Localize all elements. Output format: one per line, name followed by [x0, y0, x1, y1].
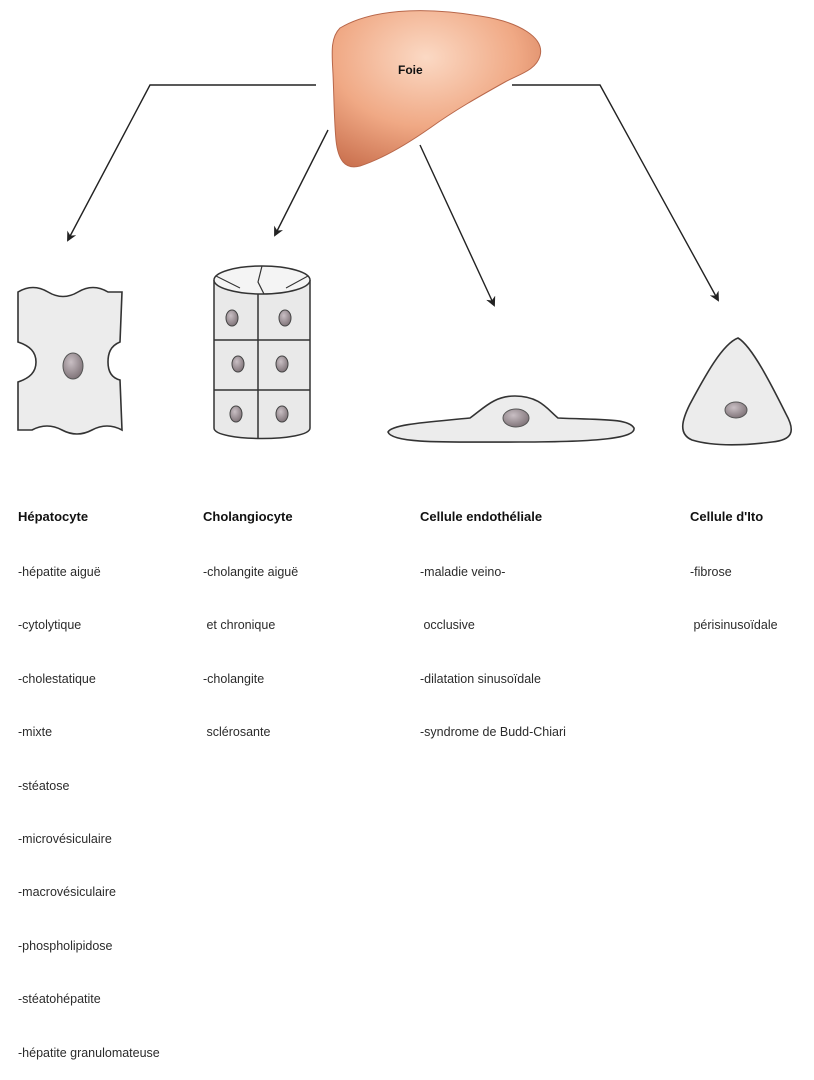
endothelial-item: -syndrome de Budd-Chiari: [420, 724, 566, 742]
endothelial-nucleus: [503, 409, 529, 427]
hepatocyte-item: -stéatose: [18, 778, 160, 796]
cholangiocyte-cell: [214, 266, 310, 439]
hepatocyte-title: Hépatocyte: [18, 508, 160, 526]
hepatocyte-item: -stéatohépatite: [18, 991, 160, 1009]
endothelial-item: -maladie veino-: [420, 564, 566, 582]
ito-column: Cellule d'Ito -fibrose périsinusoïdale: [690, 472, 778, 653]
arrow-to-cholangiocyte: [275, 130, 328, 235]
hepatocyte-item: -hépatite granulomateuse: [18, 1045, 160, 1063]
cholangiocyte-title: Cholangiocyte: [203, 508, 298, 526]
arrow-to-hepatocyte: [68, 85, 316, 240]
cholangiocyte-item: sclérosante: [203, 724, 298, 742]
cholangiocyte-item: et chronique: [203, 617, 298, 635]
ito-cell: [683, 338, 792, 445]
liver-shape: [332, 11, 540, 167]
arrow-to-ito: [512, 85, 718, 300]
ito-nucleus: [725, 402, 747, 418]
endothelial-column: Cellule endothéliale -maladie veino- occ…: [420, 472, 566, 760]
endothelial-item: -dilatation sinusoïdale: [420, 671, 566, 689]
endothelial-item: occlusive: [420, 617, 566, 635]
hepatocyte-item: -cholestatique: [18, 671, 160, 689]
endothelial-cell: [388, 396, 634, 442]
hepatocyte-item: -phospholipidose: [18, 938, 160, 956]
ito-title: Cellule d'Ito: [690, 508, 778, 526]
organ-label: Foie: [398, 63, 423, 77]
endothelial-title: Cellule endothéliale: [420, 508, 566, 526]
ito-item: -fibrose: [690, 564, 778, 582]
cholangiocyte-item: -cholangite: [203, 671, 298, 689]
hepatocyte-item: -mixte: [18, 724, 160, 742]
ito-item: périsinusoïdale: [690, 617, 778, 635]
arrow-to-endothelial: [420, 145, 494, 305]
hepatocyte-item: -macrovésiculaire: [18, 884, 160, 902]
hepatocyte-nucleus: [63, 353, 83, 379]
hepatocyte-column: Hépatocyte -hépatite aiguë -cytolytique …: [18, 472, 160, 1080]
cholangiocyte-column: Cholangiocyte -cholangite aiguë et chron…: [203, 472, 298, 760]
hepatocyte-cell: [18, 288, 122, 435]
hepatocyte-item: -cytolytique: [18, 617, 160, 635]
hepatocyte-item: -microvésiculaire: [18, 831, 160, 849]
hepatocyte-item: -hépatite aiguë: [18, 564, 160, 582]
cholangiocyte-item: -cholangite aiguë: [203, 564, 298, 582]
